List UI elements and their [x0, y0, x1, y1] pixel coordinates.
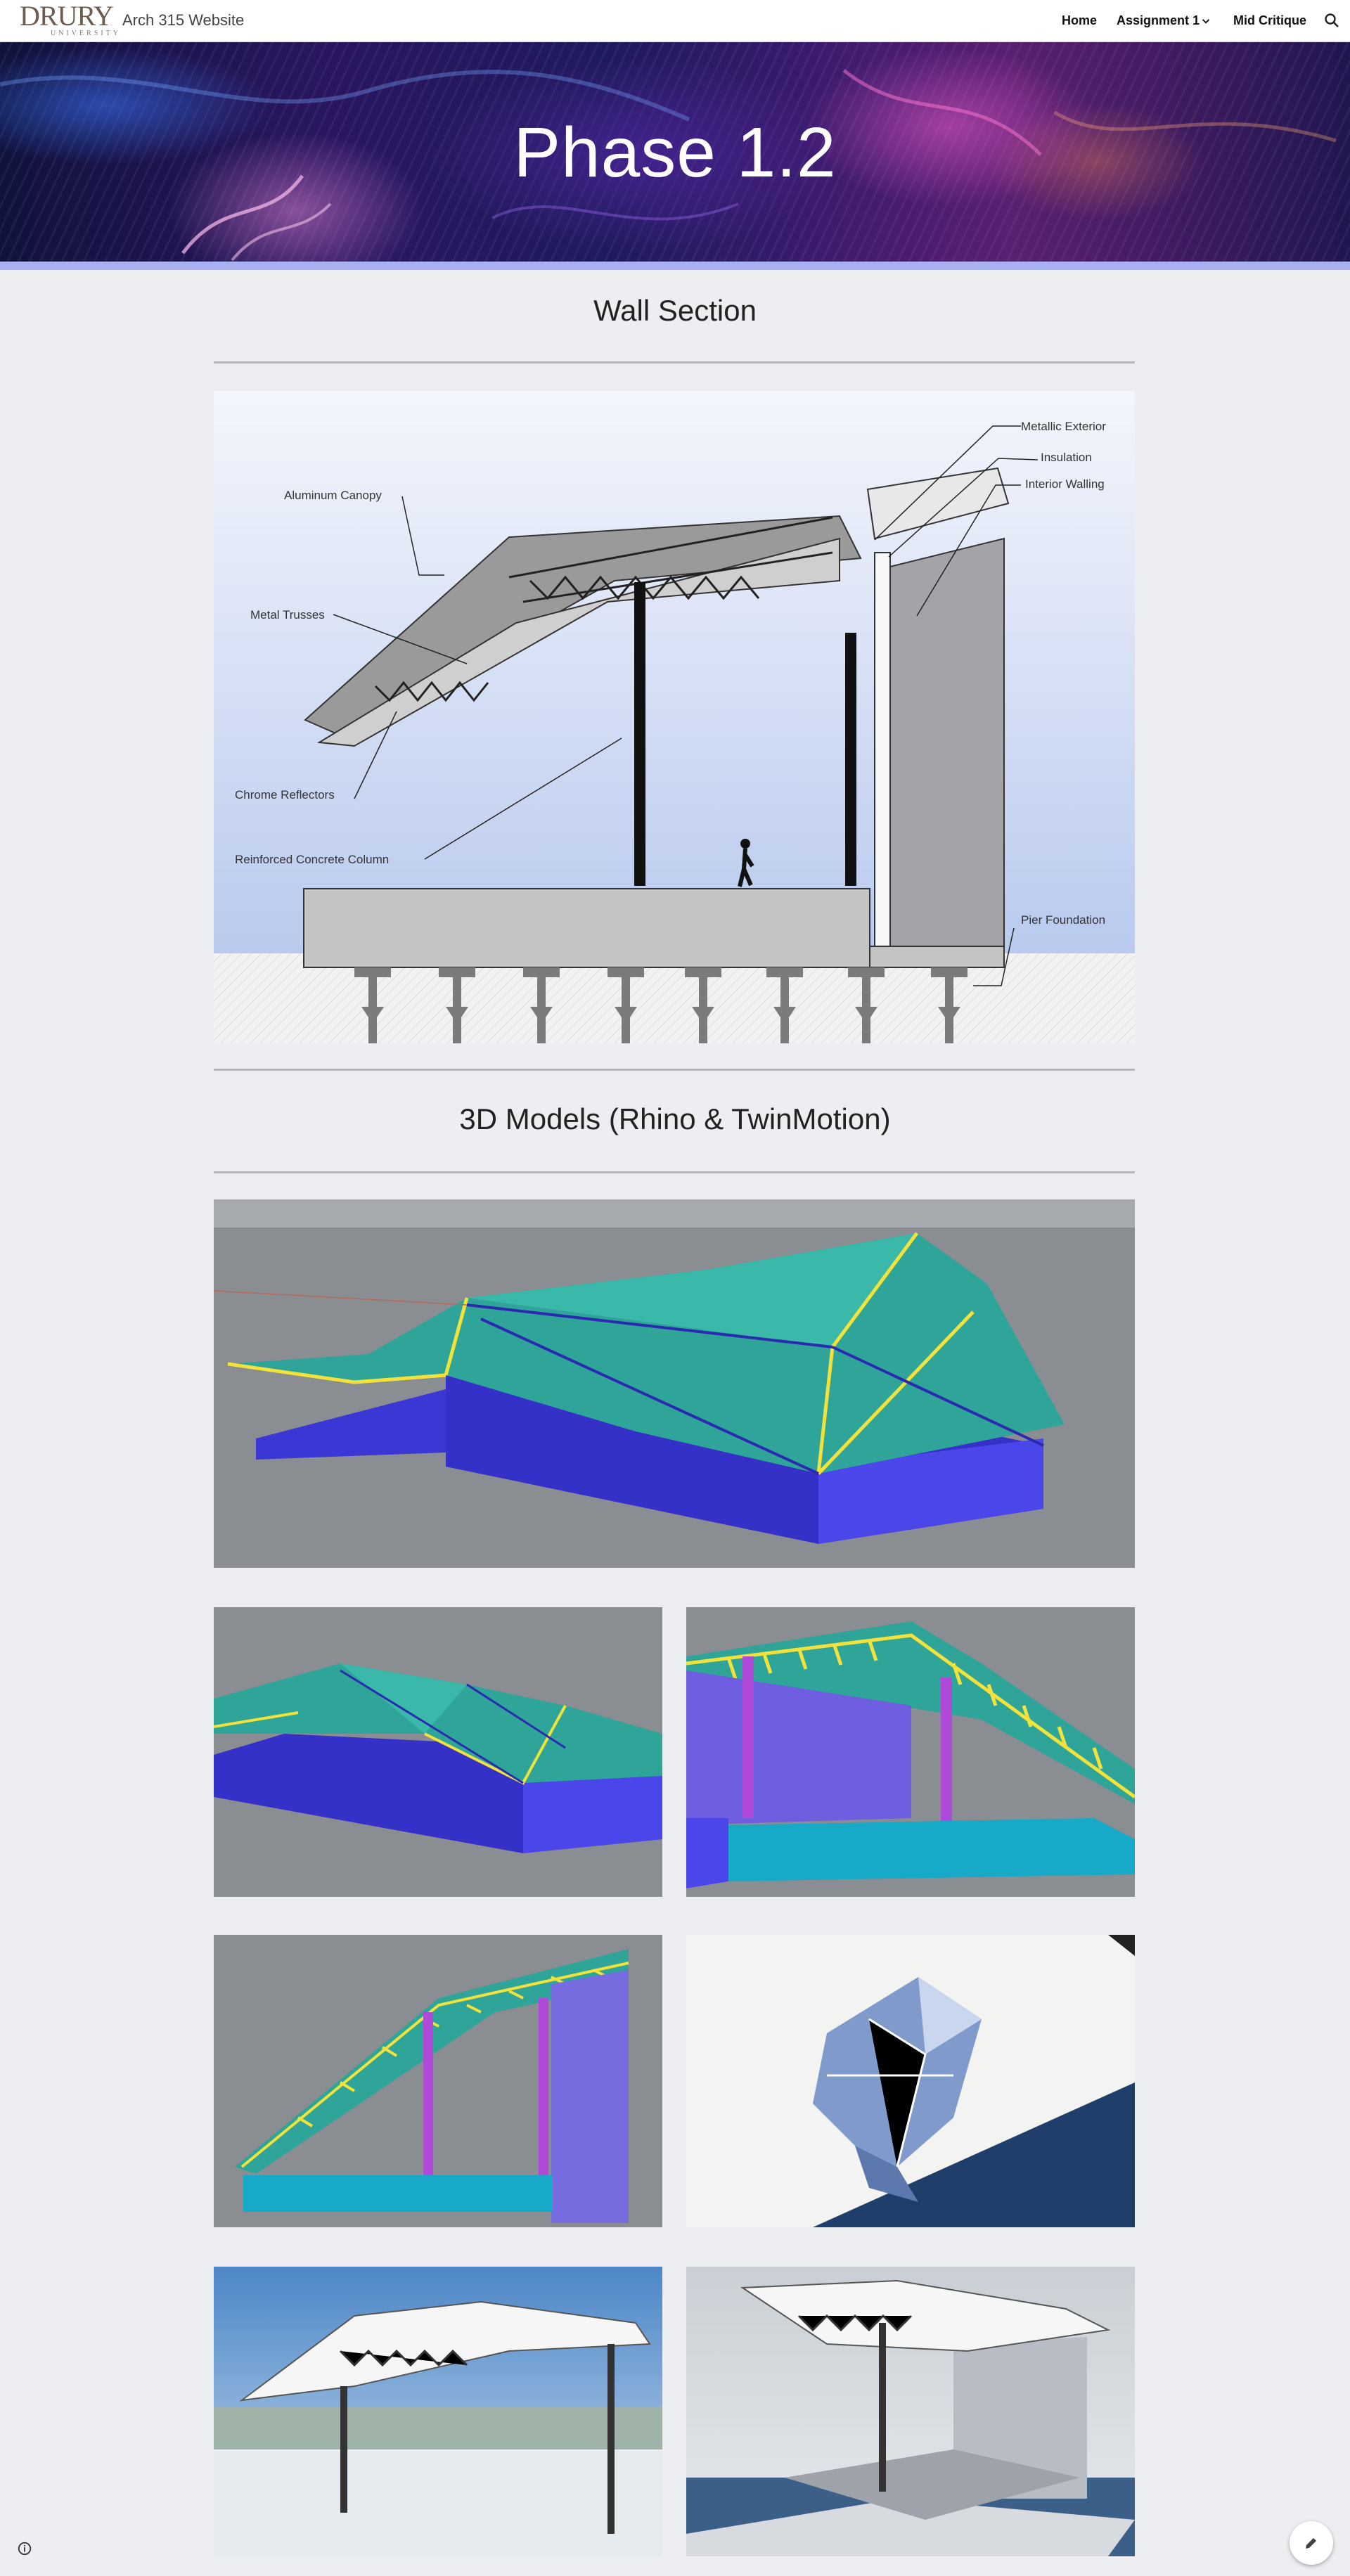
- nav-home[interactable]: Home: [1062, 13, 1098, 27]
- hero-abstract-image: [0, 69, 1337, 262]
- wall-section-drawing[interactable]: Aluminum Canopy Metal Trusses Chrome Ref…: [214, 391, 1135, 1043]
- hero-accent-band: [0, 262, 1350, 270]
- nav-assignment-1[interactable]: Assignment 1: [1117, 13, 1200, 27]
- model-render-twinmotion-a[interactable]: [214, 2267, 662, 2556]
- model-render-section-a[interactable]: [686, 1607, 1135, 1897]
- label-interior-walling: Interior Walling: [1025, 477, 1105, 491]
- model-render-section-b[interactable]: [214, 1935, 662, 2227]
- top-nav: DRURY UNIVERSITY Arch 315 Website Home A…: [0, 0, 1350, 42]
- section-divider: [214, 1069, 1135, 1071]
- label-metal-trusses: Metal Trusses: [250, 608, 325, 622]
- logo-text: DRURY: [20, 0, 114, 32]
- logo-subtext: UNIVERSITY: [51, 30, 121, 37]
- page-title: Phase 1.2: [513, 113, 837, 192]
- label-metallic-exterior: Metallic Exterior: [1021, 420, 1106, 433]
- section-divider: [214, 1171, 1135, 1173]
- section-title-wall-section: Wall Section: [593, 294, 757, 327]
- info-icon[interactable]: [17, 2541, 32, 2556]
- drury-logo[interactable]: DRURY UNIVERSITY: [20, 0, 118, 38]
- edit-button[interactable]: [1290, 2521, 1333, 2565]
- pencil-icon: [1306, 2538, 1316, 2549]
- site-title[interactable]: Arch 315 Website: [122, 11, 245, 29]
- chevron-down-icon[interactable]: [1200, 15, 1212, 27]
- label-insulation: Insulation: [1041, 451, 1092, 464]
- nav-mid-critique[interactable]: Mid Critique: [1233, 13, 1306, 27]
- label-aluminum-canopy: Aluminum Canopy: [284, 489, 382, 502]
- model-render-canopy-top[interactable]: [686, 1935, 1135, 2227]
- section-divider: [214, 361, 1135, 363]
- label-pier-foundation: Pier Foundation: [1021, 913, 1105, 927]
- model-render-perspective-a[interactable]: [214, 1607, 662, 1897]
- hero-banner: Phase 1.2: [0, 42, 1350, 262]
- section-title-3d-models: 3D Models (Rhino & TwinMotion): [459, 1102, 891, 1135]
- label-chrome-reflectors: Chrome Reflectors: [235, 788, 335, 801]
- search-icon[interactable]: [1323, 12, 1340, 29]
- label-reinforced-concrete-column: Reinforced Concrete Column: [235, 853, 389, 866]
- model-render-twinmotion-b[interactable]: [686, 2267, 1135, 2556]
- model-render-main[interactable]: [214, 1199, 1135, 1568]
